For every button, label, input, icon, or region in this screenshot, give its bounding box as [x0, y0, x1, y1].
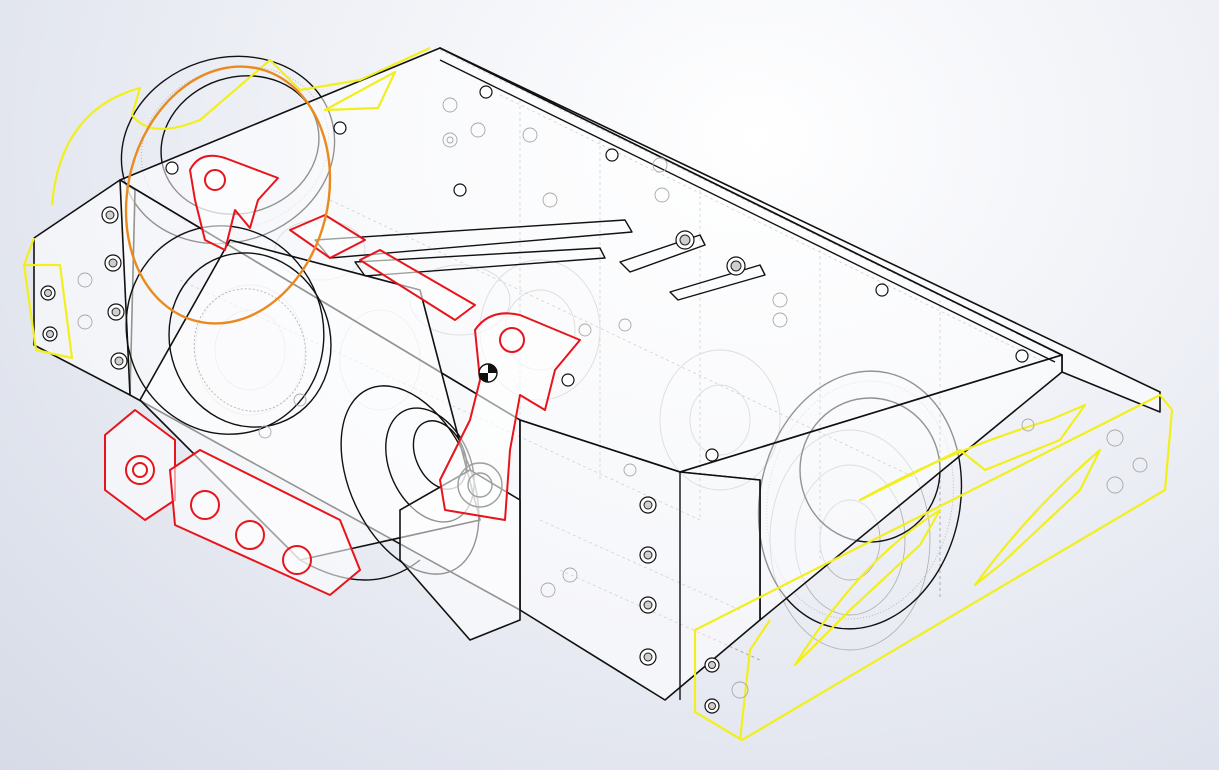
arm-connecting-bar[interactable] [289, 214, 476, 321]
bolt-block-right[interactable] [169, 449, 361, 596]
weapon-arm-lower[interactable] [439, 312, 581, 521]
ghost-hardware [77, 97, 1148, 699]
bolts-front-left [40, 206, 128, 370]
bolts-front-right [639, 496, 720, 714]
weapon-arm-upper[interactable] [189, 154, 279, 251]
highlight-ellipse[interactable] [100, 45, 357, 346]
top-plate-screws [165, 85, 1029, 462]
bolt-block-left[interactable] [104, 409, 176, 521]
side-armor-right[interactable] [693, 393, 1174, 742]
center-of-mass-icon [478, 363, 498, 383]
side-armor-left[interactable] [22, 46, 431, 360]
